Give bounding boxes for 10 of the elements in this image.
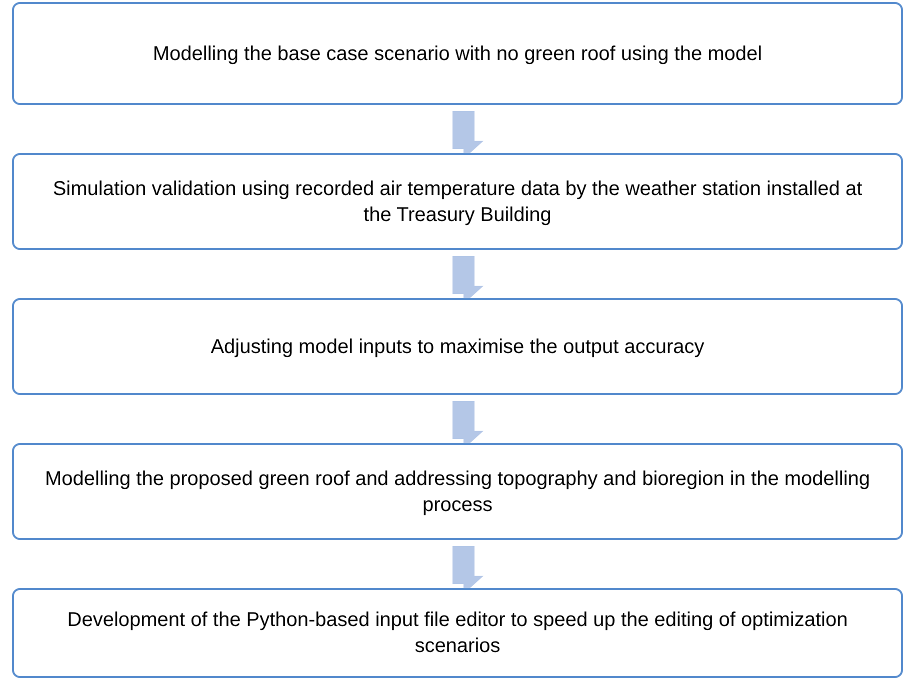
step-text: Simulation validation using recorded air temperature data by the weather station installed at the Treasury Building xyxy=(52,176,864,228)
step-text: Modelling the proposed green roof and addressing topography and bioregion in the modelling process xyxy=(44,466,872,518)
step-text: Development of the Python-based input file editor to speed up the editing of optimization scenarios xyxy=(66,608,849,659)
process-box xyxy=(12,443,903,540)
step-text: Modelling the base case scenario with no green roof using the model xyxy=(152,42,762,66)
step-text: Adjusting model inputs to maximise the output accuracy xyxy=(210,334,704,360)
process-box xyxy=(12,298,903,395)
process-box xyxy=(12,588,903,678)
process-box xyxy=(12,2,903,105)
process-box xyxy=(12,153,903,250)
